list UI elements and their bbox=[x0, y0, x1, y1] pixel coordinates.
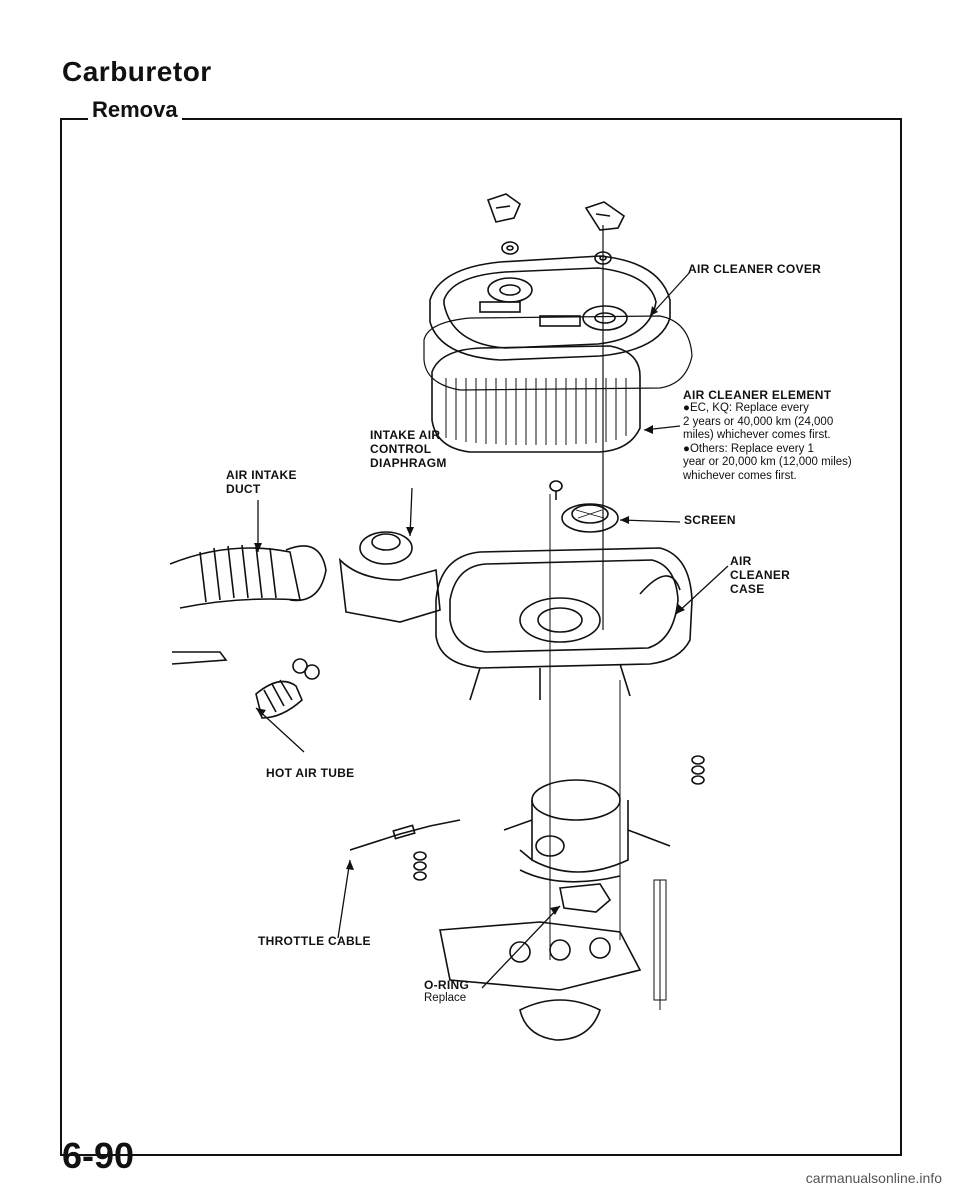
wing-nut-right bbox=[584, 201, 626, 231]
element-note-line: miles) whichever comes first. bbox=[683, 429, 831, 441]
label-intake-air-control-diaphragm: INTAKE AIR CONTROL DIAPHRAGM bbox=[370, 428, 447, 470]
label-o-ring: O-RING bbox=[424, 978, 470, 992]
nut-stack-right bbox=[691, 755, 705, 785]
label-screen: SCREEN bbox=[684, 513, 736, 527]
screen-part bbox=[561, 503, 619, 533]
element-note-line: ●EC, KQ: Replace every bbox=[683, 402, 809, 414]
screen-bolt bbox=[549, 480, 563, 500]
air-cleaner-case bbox=[435, 547, 693, 701]
diagram-frame bbox=[60, 118, 902, 1156]
callout-o-ring: O-RING Replace bbox=[424, 978, 469, 1006]
washer-left bbox=[501, 241, 519, 255]
element-note-line: year or 20,000 km (12,000 miles) bbox=[683, 456, 852, 468]
label-air-intake-duct: AIR INTAKE DUCT bbox=[226, 468, 297, 496]
label-throttle-cable: THROTTLE CABLE bbox=[258, 934, 371, 948]
element-note-line: 2 years or 40,000 km (24,000 bbox=[683, 415, 834, 428]
air-cleaner-cover bbox=[429, 255, 671, 361]
page-number: 6-90 bbox=[62, 1135, 135, 1176]
page-title: Carburetor bbox=[62, 56, 212, 87]
hot-air-tube bbox=[171, 651, 320, 719]
label-hot-air-tube: HOT AIR TUBE bbox=[266, 766, 355, 780]
o-ring-note: Replace bbox=[424, 992, 467, 1004]
wing-nut-left bbox=[486, 193, 521, 223]
carburetor-body bbox=[503, 779, 671, 883]
watermark: carmanualsonline.info bbox=[805, 1170, 942, 1186]
intake-air-control-diaphragm bbox=[338, 531, 441, 623]
callout-air-cleaner-element: AIR CLEANER ELEMENT ●EC, KQ: Replace eve… bbox=[683, 388, 893, 483]
section-heading: Remova bbox=[88, 97, 182, 123]
element-note-line: whichever comes first. bbox=[683, 469, 797, 482]
element-note-line: ●Others: Replace every 1 bbox=[683, 442, 814, 455]
intake-manifold bbox=[439, 883, 642, 1041]
air-intake-duct bbox=[169, 544, 327, 609]
air-cleaner-element bbox=[431, 345, 641, 453]
label-air-cleaner-cover: AIR CLEANER COVER bbox=[688, 262, 822, 276]
throttle-cable bbox=[349, 819, 461, 851]
arrowheads bbox=[254, 306, 685, 915]
leader-lines bbox=[255, 271, 729, 989]
label-air-cleaner-case: AIR CLEANER CASE bbox=[730, 554, 791, 596]
nut-stack bbox=[413, 851, 427, 881]
label-air-cleaner-element: AIR CLEANER ELEMENT bbox=[683, 388, 832, 402]
